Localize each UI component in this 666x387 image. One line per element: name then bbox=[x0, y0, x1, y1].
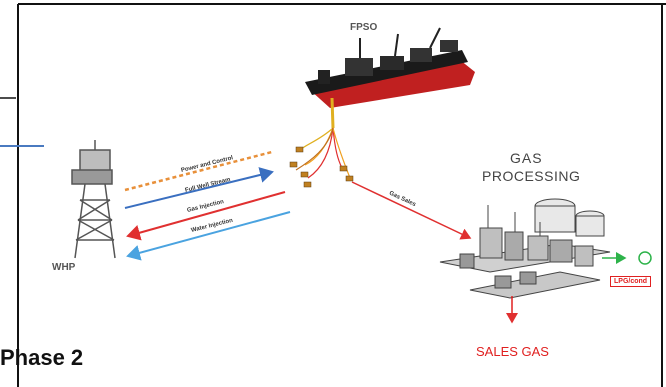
subsea-manifolds bbox=[289, 146, 354, 188]
whp-platform-icon bbox=[71, 140, 116, 259]
riser-bundle bbox=[295, 97, 351, 179]
gas-processing-label-line1: GAS bbox=[510, 150, 543, 166]
fpso-label: FPSO bbox=[350, 22, 378, 33]
lpg-label: LPG/cond bbox=[610, 276, 652, 287]
power-control-line bbox=[124, 150, 273, 192]
gas-processing-label-line2: PROCESSING bbox=[482, 168, 581, 184]
gas-sales-arrow bbox=[351, 181, 472, 240]
full-well-stream-arrow bbox=[124, 167, 274, 209]
gas-injection-arrow bbox=[126, 191, 286, 241]
sales-gas-label: SALES GAS bbox=[476, 344, 549, 359]
water-injection-arrow bbox=[126, 211, 291, 261]
lpg-outlet-circle bbox=[638, 251, 652, 265]
whp-label: WHP bbox=[52, 262, 76, 273]
phase-label: Phase 2 bbox=[0, 345, 84, 370]
gas-processing-plant-icon bbox=[439, 198, 611, 299]
fpso-vessel-icon bbox=[305, 27, 475, 108]
